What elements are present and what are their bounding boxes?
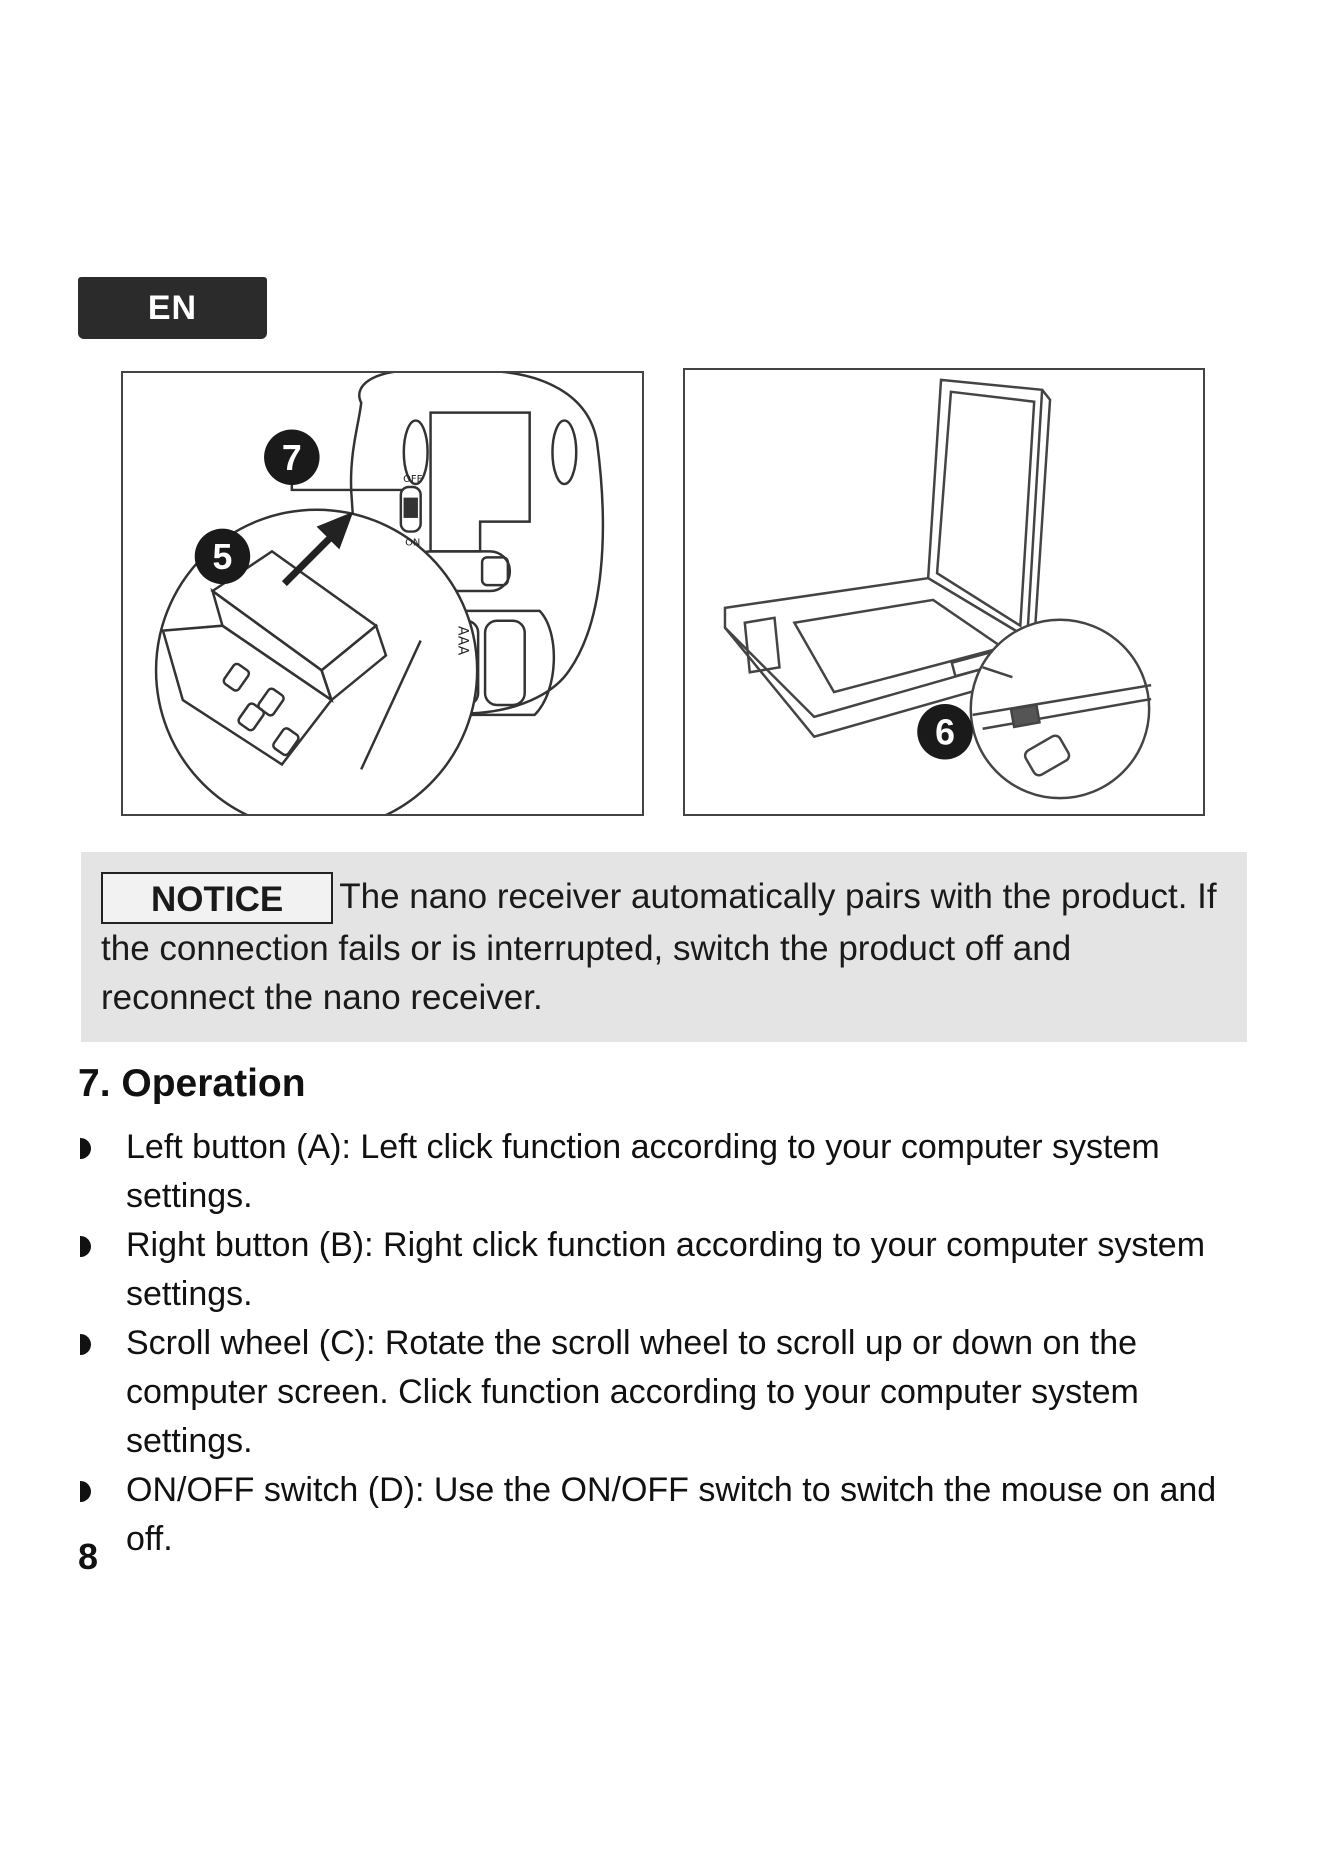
mouse-receiver-illustration: OFF ON AAA 7 5 — [154, 373, 605, 814]
list-item-text: Right button (B): Right click function a… — [126, 1226, 1206, 1313]
page-number: 8 — [78, 1536, 99, 1577]
bullet-icon — [80, 1481, 91, 1502]
list-item-text: Left button (A): Left click function acc… — [126, 1128, 1160, 1215]
callout-7-number: 7 — [282, 438, 302, 478]
callout-6-badge — [917, 703, 973, 760]
bullet-icon — [80, 1334, 91, 1355]
callout-7-badge — [264, 429, 320, 485]
list-item: Scroll wheel (C): Rotate the scroll whee… — [78, 1319, 1258, 1466]
figure-laptop-receiver: 6 — [683, 368, 1205, 816]
operation-list: Left button (A): Left click function acc… — [78, 1123, 1258, 1564]
bullet-icon — [80, 1138, 91, 1159]
figure-mouse-receiver: OFF ON AAA 7 5 — [121, 371, 644, 816]
switch-label-off: OFF — [403, 474, 422, 485]
switch-label-on: ON — [405, 537, 420, 548]
laptop-receiver-illustration: 6 — [723, 378, 1152, 800]
list-item: Right button (B): Right click function a… — [78, 1221, 1258, 1319]
notice-text: The nano receiver automatically pairs wi… — [101, 877, 1217, 1017]
callout-6-number: 6 — [935, 713, 955, 753]
list-item-text: Scroll wheel (C): Rotate the scroll whee… — [126, 1324, 1139, 1460]
list-item: Left button (A): Left click function acc… — [78, 1123, 1258, 1221]
callout-5-badge — [194, 528, 251, 585]
bullet-icon — [80, 1236, 91, 1257]
section-title: 7. Operation — [78, 1062, 306, 1105]
language-tab: EN — [78, 277, 267, 339]
list-item-text: ON/OFF switch (D): Use the ON/OFF switch… — [126, 1471, 1217, 1558]
battery-label: AAA — [454, 626, 470, 656]
callout-5-number: 5 — [213, 537, 233, 577]
notice-label: NOTICE — [101, 872, 334, 924]
list-item: ON/OFF switch (D): Use the ON/OFF switch… — [78, 1466, 1258, 1564]
